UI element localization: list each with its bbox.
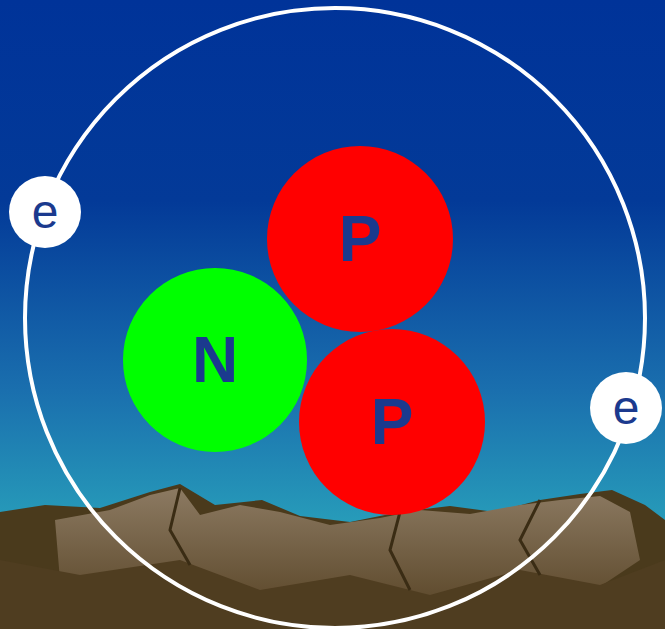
electron-orbit bbox=[25, 8, 645, 628]
neutron-label: N bbox=[192, 328, 238, 392]
electron-circle: e bbox=[590, 372, 662, 444]
mountain-ridge bbox=[390, 512, 410, 590]
mountain-range bbox=[0, 484, 665, 629]
proton-label: P bbox=[371, 390, 414, 454]
neutron-circle: N bbox=[123, 268, 307, 452]
electron-circle: e bbox=[9, 176, 81, 248]
proton-label: P bbox=[339, 207, 382, 271]
electron-label: e bbox=[32, 188, 59, 236]
electron-label: e bbox=[613, 384, 640, 432]
mountain-ridge bbox=[170, 488, 190, 565]
proton-circle: P bbox=[299, 329, 485, 515]
proton-circle: P bbox=[267, 146, 453, 332]
mountain-shadow bbox=[0, 560, 665, 629]
